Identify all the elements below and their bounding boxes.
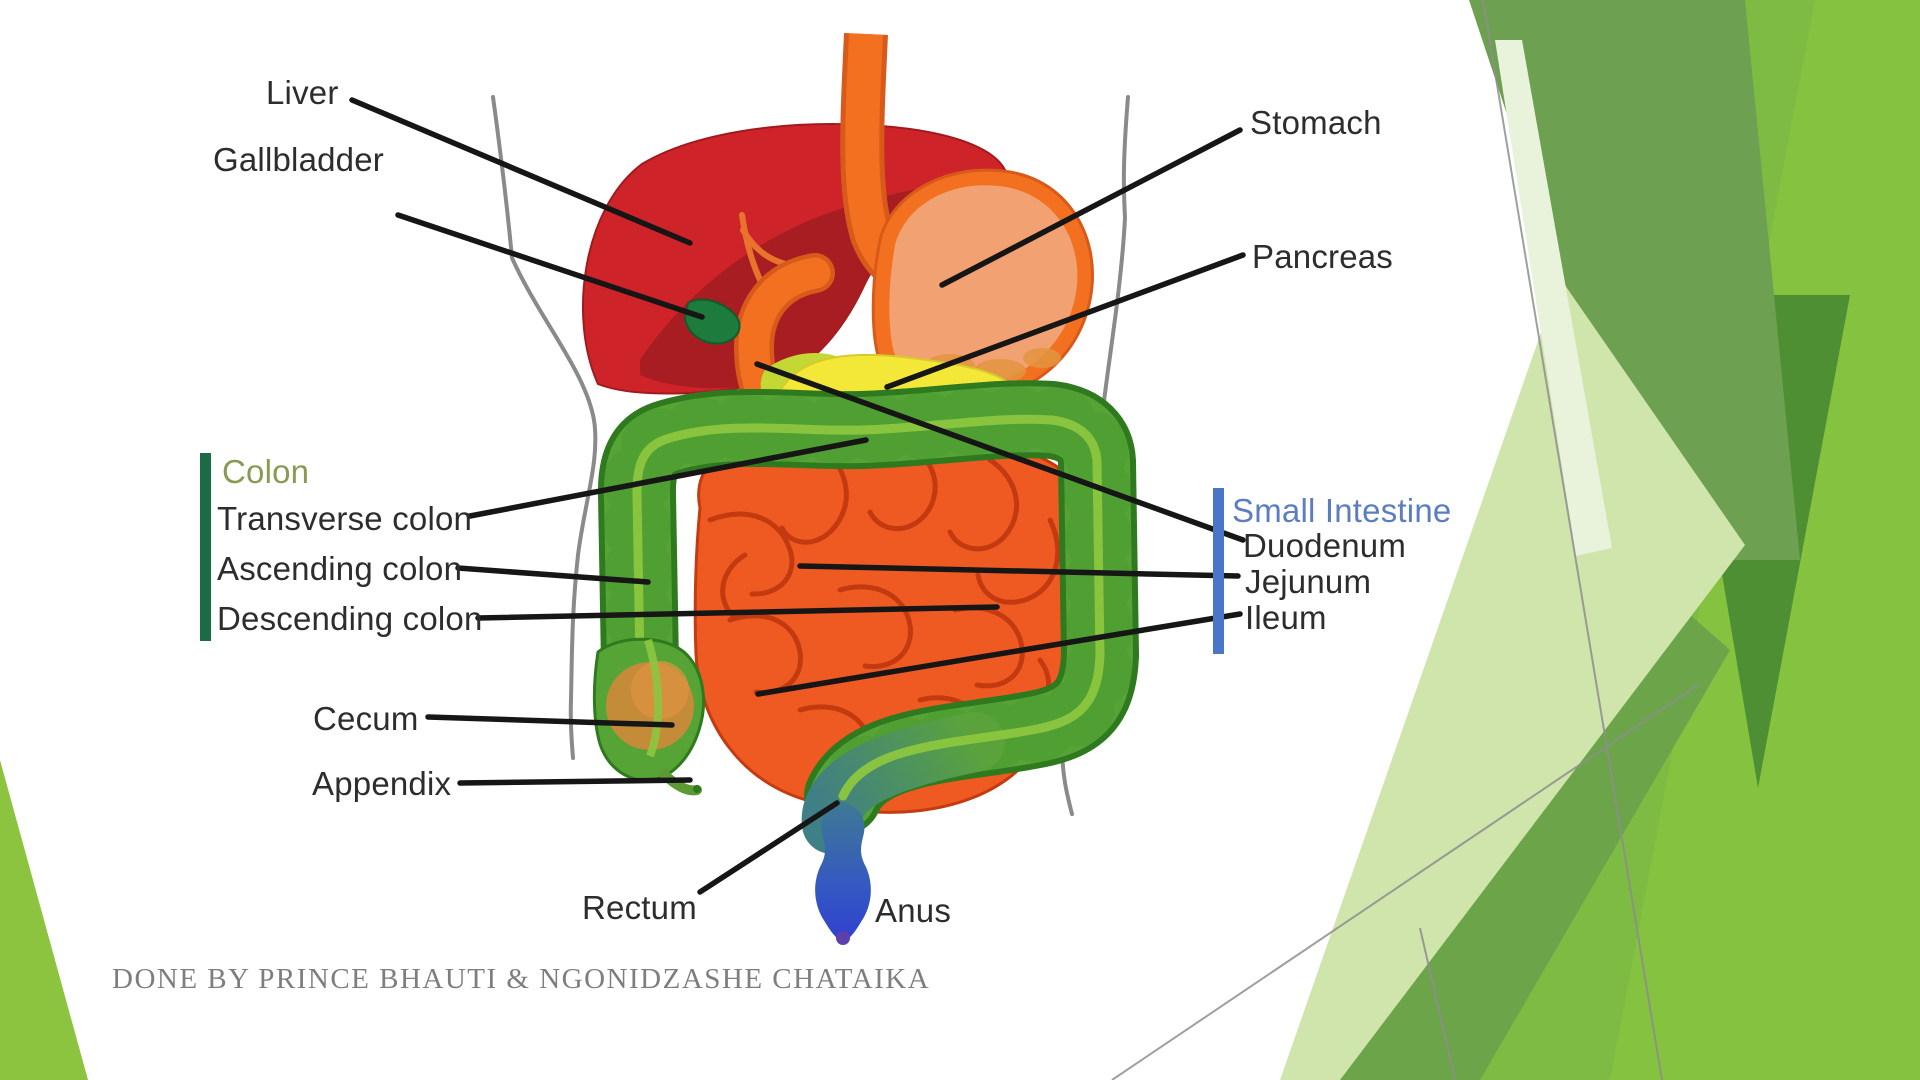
chyme-blob: [1023, 348, 1061, 368]
decor-sliver-xlight: [1495, 40, 1612, 556]
leader-line-ileum: [755, 611, 1243, 697]
body-outline-left: [491, 95, 598, 760]
label-rectum: Rectum: [582, 889, 697, 926]
label-pancreas: Pancreas: [1252, 238, 1394, 275]
credit-text: DONE BY PRINCE BHAUTI & NGONIDZASHE CHAT…: [112, 963, 931, 995]
decor-triangle-light: [1280, 278, 1745, 1080]
leader-line-appendix: [457, 777, 693, 786]
label-liver: Liver: [266, 74, 339, 111]
label-ileum: Ileum: [1245, 599, 1327, 636]
colon-shape: [598, 380, 1139, 854]
leader-line-descending-colon: [475, 604, 1000, 621]
leader-line-gallbladder: [395, 212, 705, 320]
label-small-intestine-group-title: Small Intestine: [1232, 492, 1452, 529]
anus-tip: [836, 931, 850, 945]
leader-line-stomach: [939, 127, 1243, 288]
leader-line-jejunum: [797, 563, 1241, 579]
decor-triangle-sage: [1469, 0, 1800, 560]
label-ascending-colon: Ascending colon: [217, 550, 463, 587]
label-appendix: Appendix: [312, 765, 452, 802]
small-intestine-group-bar: [1213, 488, 1224, 654]
leader-lines: [349, 97, 1246, 895]
label-colon-group-title: Colon: [222, 453, 310, 490]
leader-line-cecum: [425, 714, 675, 728]
rectum-anus-shape: [815, 802, 871, 945]
leader-line-ascending-colon: [455, 565, 651, 585]
label-cecum: Cecum: [313, 700, 419, 737]
label-gallbladder: Gallbladder: [213, 141, 384, 178]
gallbladder-shape: [683, 298, 741, 345]
label-jejunum: Jejunum: [1245, 563, 1372, 600]
leader-line-duodenum: [754, 361, 1246, 543]
leader-line-pancreas: [884, 252, 1246, 390]
leader-line-transverse-colon: [467, 437, 869, 519]
decor-thin-line-a: [1482, 0, 1663, 1080]
label-descending-colon: Descending colon: [217, 600, 483, 637]
label-duodenum: Duodenum: [1243, 527, 1407, 564]
decor-corner-wedge: [0, 760, 88, 1080]
label-stomach: Stomach: [1250, 104, 1382, 141]
decor-thin-line-c: [1419, 927, 1456, 1080]
label-anus: Anus: [875, 892, 952, 929]
colon-group-bar: [200, 453, 211, 641]
leader-line-rectum: [697, 800, 840, 895]
decor-thin-line-b: [1111, 684, 1699, 1080]
cecum-shape: [592, 637, 706, 796]
label-transverse-colon: Transverse colon: [217, 500, 473, 537]
leader-line-liver: [349, 97, 693, 246]
